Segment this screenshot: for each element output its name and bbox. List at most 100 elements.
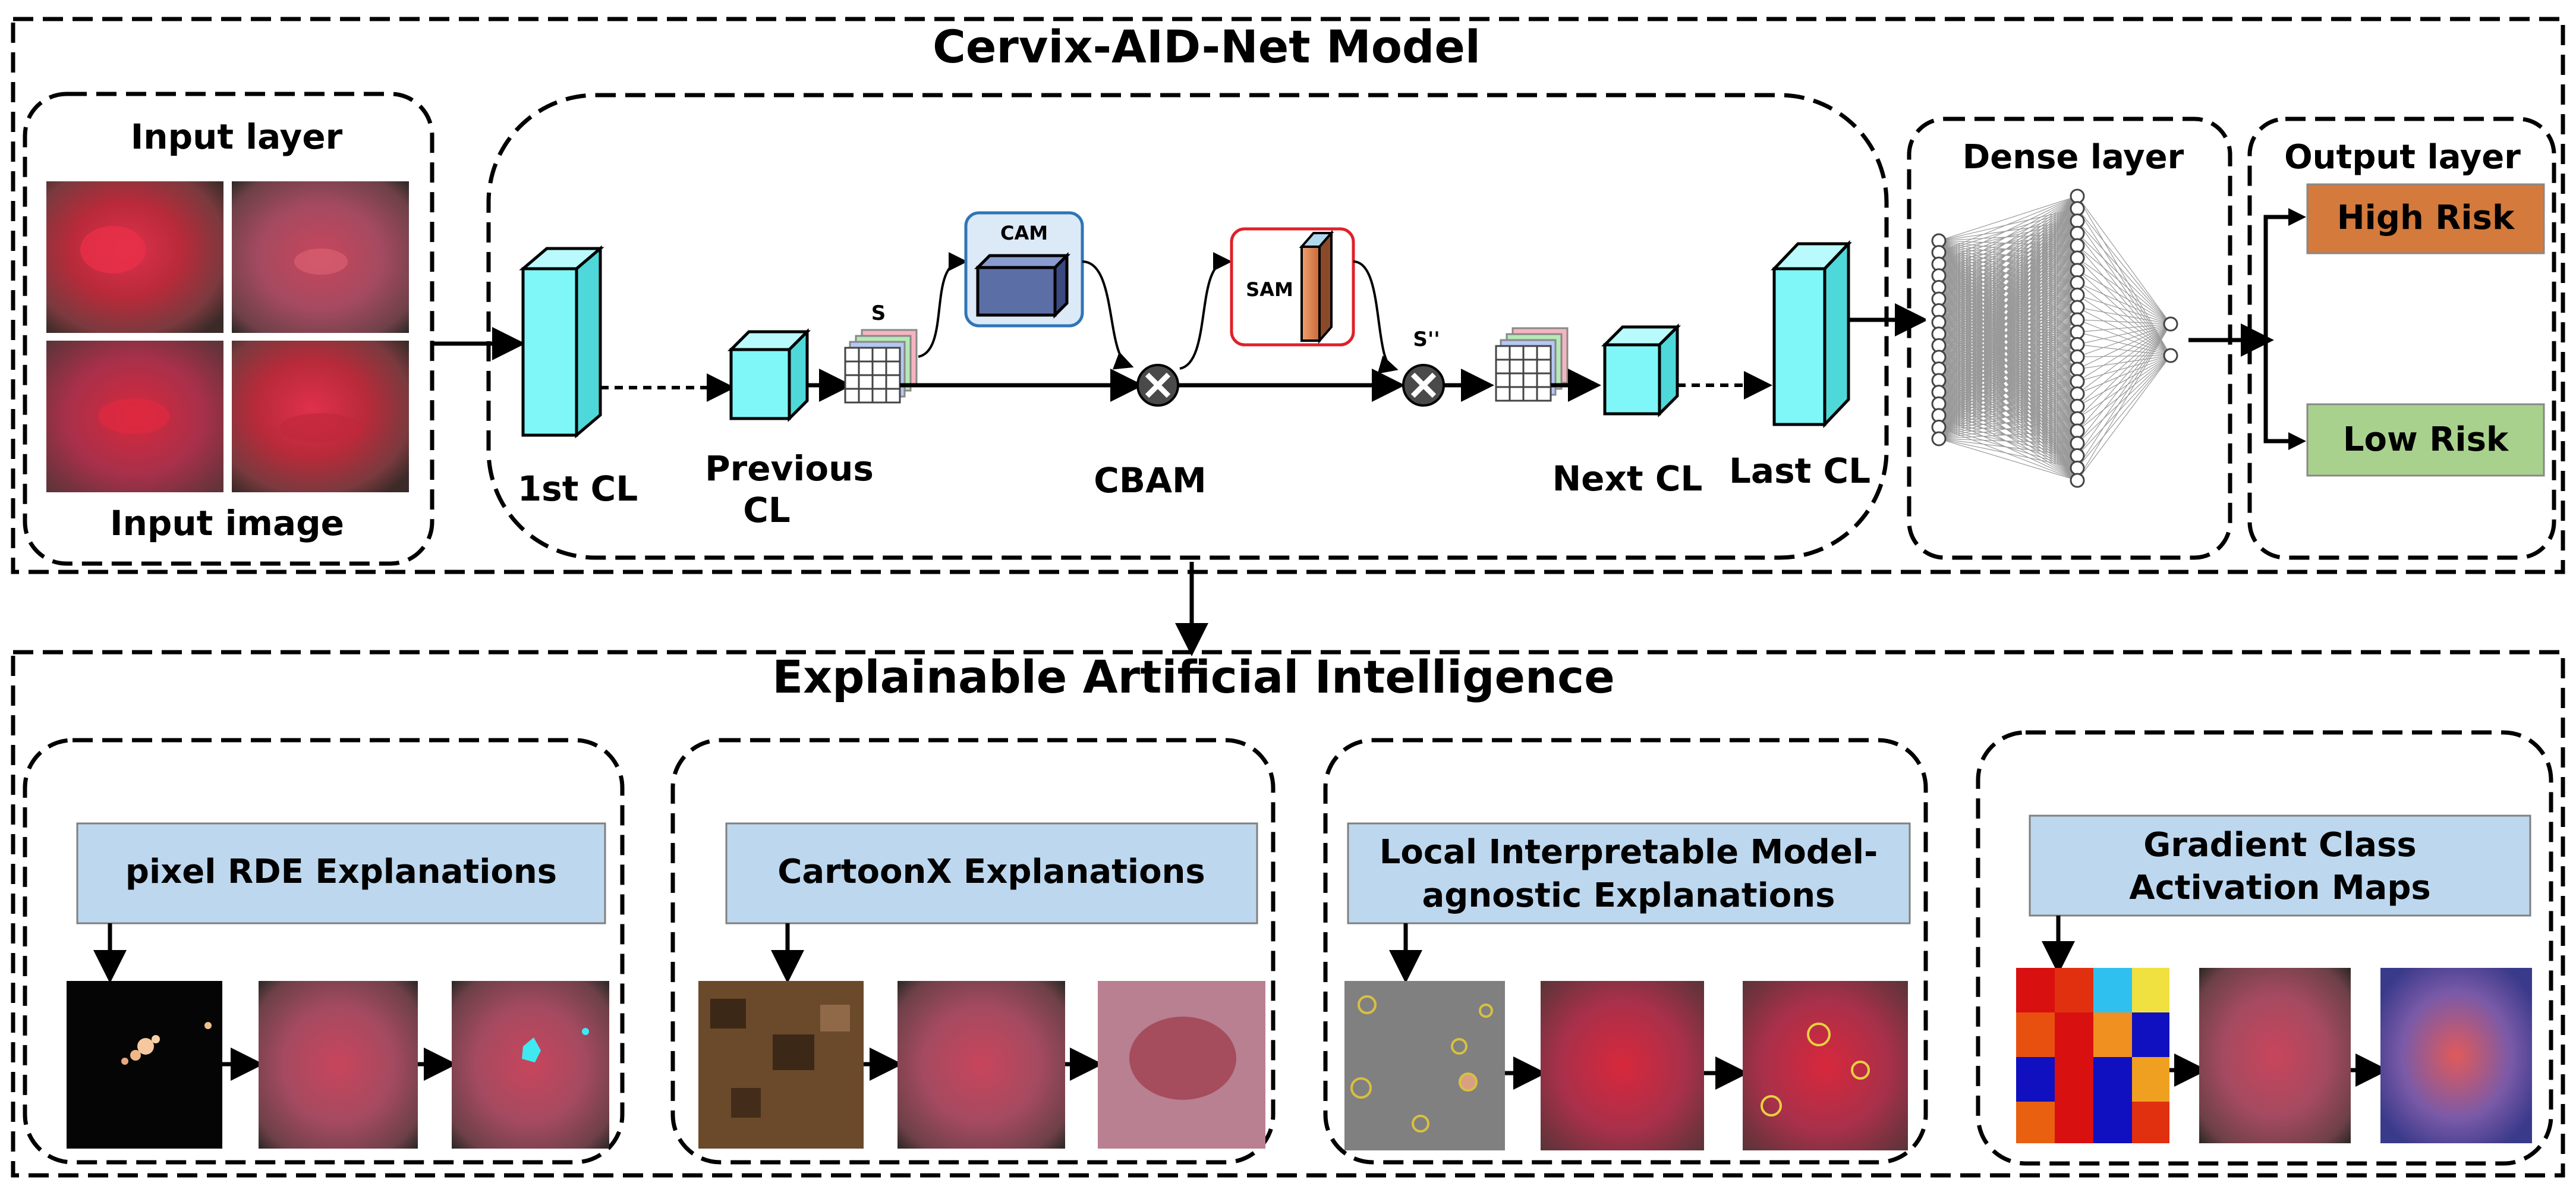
panel-cartoonx: CartoonX Explanations [670,738,1276,1165]
dense-connection [2077,323,2171,357]
dense-connection [1938,196,2078,358]
dense-neuron [2070,312,2085,328]
dense-neuron [2163,348,2178,363]
dense-connection [2077,232,2171,356]
cam-block [974,251,1071,319]
dense-neuron [2070,386,2085,402]
input-layer-title: Input layer [131,117,343,157]
xai-title: Explainable Artificial Intelligence [772,650,1615,703]
dense-connection [1938,196,2078,392]
dense-connection [1938,270,2078,439]
lime-original-image [1541,981,1704,1150]
dense-connection [1938,356,2078,439]
dense-connection [2077,355,2171,456]
cam-branch-out [1082,260,1134,370]
dense-connection [1938,196,2078,439]
dense-connection [2077,323,2171,370]
dense-connection [1938,221,2078,439]
dense-connection [2077,319,2171,325]
last-conv-block [1771,240,1852,429]
sam-branch-in [1179,252,1232,370]
dense-neuron [2070,473,2085,488]
dense-neuron [2070,349,2085,364]
dense-connection [1938,257,2078,439]
dense-connection [2077,344,2171,356]
dense-neuron [2070,460,2085,476]
rde-original-image [259,981,418,1149]
dense-connection [1938,245,2078,439]
dense-connection [1938,418,2078,439]
dense-neuron [2070,263,2085,278]
dense-connection [2077,323,2171,407]
dense-connection [2077,270,2171,325]
high-risk-label: High Risk [2337,199,2515,237]
high-risk-box [2306,183,2545,254]
panel-cartoonx-label-box [725,822,1258,924]
dense-neuron [2070,361,2085,377]
panel-cartoonx-box [670,738,1276,1165]
low-risk-label: Low Risk [2343,420,2509,459]
dense-connection [2077,355,2171,357]
lime-mask-image [1344,981,1505,1150]
panel-gradcam: Gradient Class Activation Maps [1976,730,2553,1166]
dense-connection [1938,438,2078,457]
dense-neuron [2070,423,2085,439]
dense-connection [2077,245,2171,356]
dense-connection [1938,332,2078,439]
dense-connection [2077,196,2171,325]
sam-branch-out [1353,260,1399,374]
dense-connection [2077,221,2171,325]
panel-pixel-rde-box [23,738,625,1165]
dense-connection [1938,438,2078,468]
dense-connection [2077,257,2171,356]
dense-neuron [2070,374,2085,389]
dense-connection [2077,332,2171,356]
previous-conv-block [727,328,811,423]
dense-connection [1938,393,2078,439]
dense-connection [1938,294,2078,439]
dense-connection [2077,355,2171,444]
dense-connection [1938,196,2078,427]
dense-connection [2077,323,2171,333]
rde-overlay-image [452,981,609,1149]
dense-network [1931,188,2178,488]
dense-neuron [2070,201,2085,216]
dense-connection [2077,323,2171,456]
panel-lime-box [1323,738,1928,1165]
panel-pixel-rde: pixel RDE Explanations [23,738,625,1165]
dense-connection [1938,344,2078,439]
dense-connection [2077,355,2171,382]
sam-label: SAM [1246,278,1293,301]
output-layer-title: Output layer [2284,138,2521,177]
cam-branch-in [918,252,968,358]
dense-connection [1938,196,2078,346]
dense-connection [2077,355,2171,419]
panel-gradcam-box [1976,730,2553,1166]
dense-connection [1938,430,2078,439]
dense-connection [2077,221,2171,356]
gradcam-heatmap-image [2016,968,2169,1143]
dense-connection [1938,438,2078,481]
feature-map-s [844,329,918,404]
dense-connection [2077,294,2171,325]
previous-cl-label-line1: Previous [705,448,874,489]
s-double-prime-label: S'' [1413,328,1440,351]
dense-neuron [2070,287,2085,303]
dense-connection [2077,307,2171,325]
panel-pixel-rde-label-box [76,822,606,924]
dense-connection [1938,196,2078,404]
dense-connection [2077,257,2171,325]
last-cl-label: Last CL [1729,451,1870,491]
dense-connection [2077,355,2171,395]
dense-neuron [2070,213,2085,229]
dense-connection [2077,355,2171,370]
dense-connection [1938,307,2078,439]
dense-connection [1938,196,2078,253]
dense-neuron [2070,411,2085,426]
dense-connection [2077,355,2171,481]
panel-lime-label-line2: agnostic Explanations [1422,876,1835,915]
dense-neuron [2070,448,2085,463]
feature-map-2 [1495,327,1569,402]
dense-neuron [2070,225,2085,241]
